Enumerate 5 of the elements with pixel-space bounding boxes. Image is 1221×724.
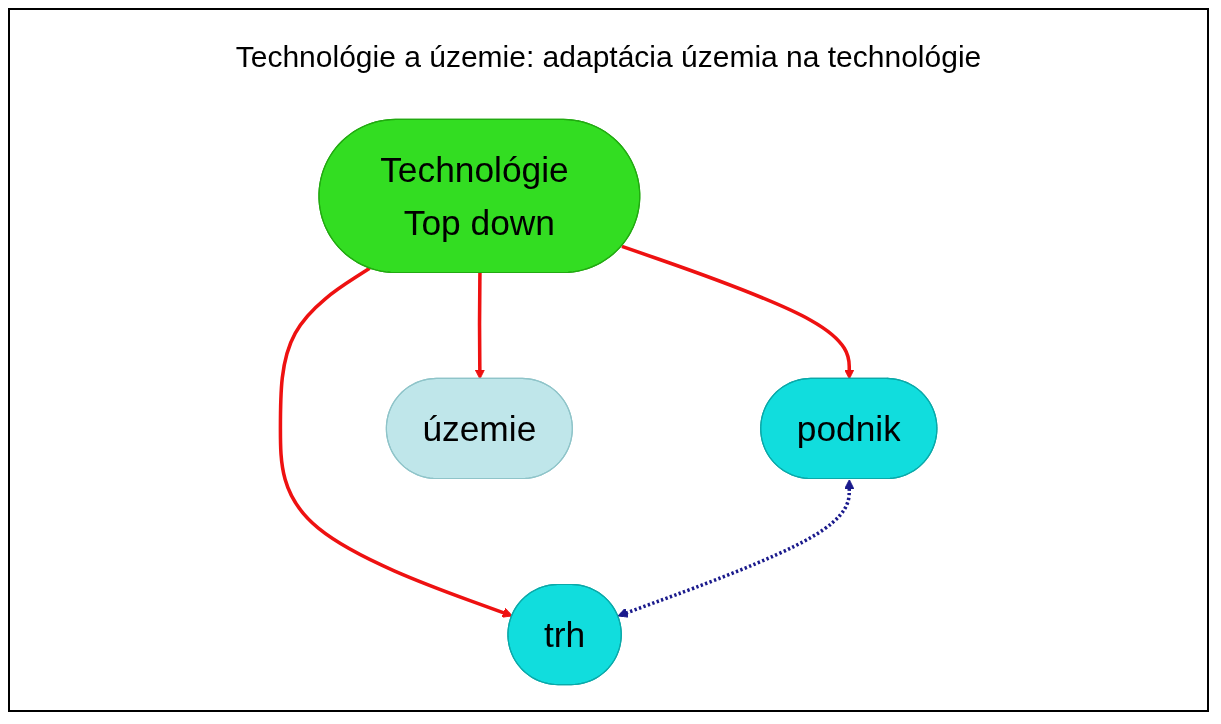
arrow (621, 244, 855, 380)
arrow (474, 273, 485, 380)
diagram-title: Technológie a územie: adaptácia územia na technológie (234, 40, 983, 74)
arrow (617, 479, 855, 618)
arrow (278, 266, 513, 618)
